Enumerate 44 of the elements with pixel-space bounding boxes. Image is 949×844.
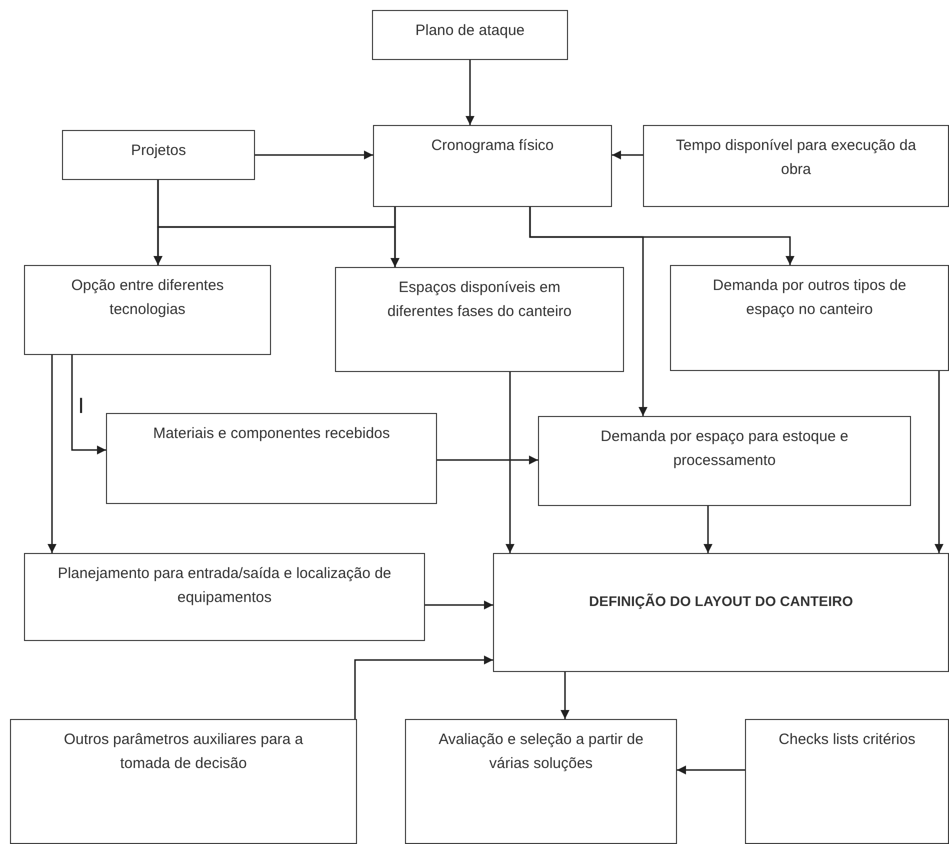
process-box: [643, 125, 949, 207]
arrow: [704, 506, 712, 553]
process-box: [24, 553, 425, 641]
process-box: [24, 265, 271, 355]
process-box: [372, 10, 568, 60]
process-box: [670, 265, 949, 371]
arrow: [506, 372, 514, 553]
box-text: Demanda por outros tipos de espaço no canteiro: [712, 276, 908, 320]
arrow: [677, 766, 745, 774]
box-text: Cronograma físico: [431, 136, 554, 156]
box-text: Outros parâmetros auxiliares para a tomada de decisão: [62, 730, 304, 774]
arrow: [71, 355, 106, 454]
stray-mark: I: [78, 393, 84, 419]
arrow: [390, 207, 400, 267]
process-box: [62, 130, 255, 180]
arrow: [934, 371, 944, 553]
arrow: [437, 456, 538, 464]
box-text: Checks lists critérios: [778, 730, 916, 750]
process-box: [745, 719, 949, 844]
arrow: [354, 656, 493, 719]
process-box: [405, 719, 677, 844]
arrow: [529, 207, 648, 416]
process-box: [493, 553, 949, 672]
process-box: [106, 413, 437, 504]
process-box: [335, 267, 624, 372]
box-text: Opção entre diferentes tecnologias: [70, 276, 225, 320]
arrow: [560, 672, 570, 719]
box-text: Plano de ataque: [415, 21, 525, 41]
process-box: [10, 719, 357, 844]
arrow: [255, 150, 373, 160]
arrow: [612, 150, 643, 160]
box-text: Tempo disponível para execução da obra: [674, 136, 918, 180]
process-box: [373, 125, 612, 207]
arrow: [425, 600, 493, 610]
box-text: Espaços disponíveis em diferentes fases do canteiro: [386, 278, 573, 322]
box-text: Materiais e componentes recebidos: [153, 424, 390, 444]
box-text: Demanda por espaço para estoque e processamento: [600, 427, 850, 471]
box-text: Projetos: [130, 141, 186, 161]
process-box: [538, 416, 911, 506]
box-text: Planejamento para entrada/saída e localização de equipamentos: [56, 564, 392, 608]
box-text: DEFINIÇÃO DO LAYOUT DO CANTEIRO: [589, 592, 853, 611]
arrow: [466, 60, 474, 125]
box-text: Avaliação e seleção a partir de várias soluções: [438, 730, 644, 774]
arrow: [48, 355, 56, 553]
